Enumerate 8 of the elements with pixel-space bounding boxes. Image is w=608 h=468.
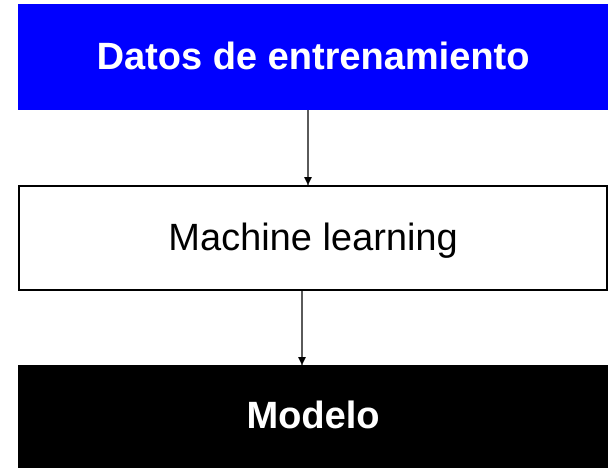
output-box (18, 365, 608, 468)
data-box (18, 4, 608, 110)
box-label: Modelo (246, 395, 380, 438)
arrow (304, 110, 312, 185)
box-label: Datos de entrenamiento (96, 36, 530, 78)
process-box (18, 185, 608, 291)
box-label: Machine learning (168, 216, 458, 260)
arrow (298, 291, 306, 365)
